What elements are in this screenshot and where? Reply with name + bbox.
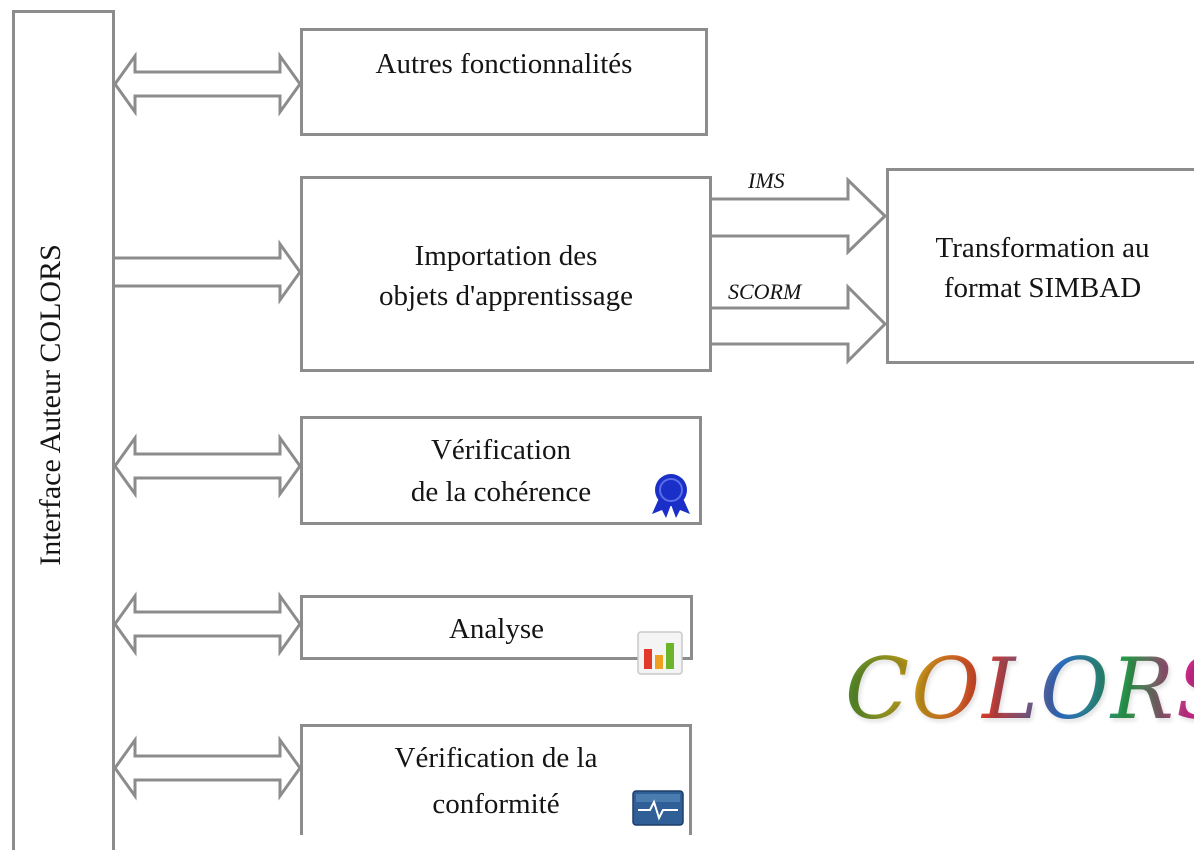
box-importation: Importation des objets d'apprentissage [300, 176, 712, 372]
bar-chart-icon [637, 631, 683, 675]
coherence-label-line2: de la cohérence [410, 476, 592, 508]
ims-label: IMS [748, 168, 785, 193]
box-analyse: Analyse [300, 595, 693, 660]
importation-label-line1: Importation des [414, 240, 598, 272]
double-arrow-analyse [113, 591, 302, 657]
conformite-label-line2: conformité [432, 788, 560, 820]
pulse-monitor-icon [632, 790, 684, 826]
conformite-label-line1: Vérification de la [394, 742, 598, 774]
autres-label: Autres fonctionnalités [375, 48, 633, 80]
double-arrow-conformite [113, 735, 302, 801]
scorm-label: SCORM [728, 279, 802, 304]
transformation-label-line1: Transformation au [935, 232, 1150, 264]
box-verification-coherence: Vérification de la cohérence [300, 416, 702, 525]
box-transformation: Transformation au format SIMBAD [886, 168, 1194, 364]
colors-logo: COLORS [845, 640, 1194, 738]
coherence-label-line1: Vérification [430, 434, 572, 466]
arrow-importation [115, 239, 302, 305]
arrow-scorm [712, 283, 888, 365]
arrow-ims [712, 176, 888, 256]
double-arrow-autres [113, 51, 302, 117]
sidebar-interface-auteur [12, 10, 115, 850]
box-verification-conformite: Vérification de la conformité [300, 724, 692, 835]
box-autres-fonctionnalites: Autres fonctionnalités [300, 28, 708, 136]
analyse-label: Analyse [448, 613, 545, 645]
double-arrow-coherence [113, 433, 302, 499]
importation-label-line2: objets d'apprentissage [378, 280, 634, 312]
ribbon-award-icon [652, 474, 690, 518]
transformation-label-line2: format SIMBAD [943, 272, 1142, 304]
